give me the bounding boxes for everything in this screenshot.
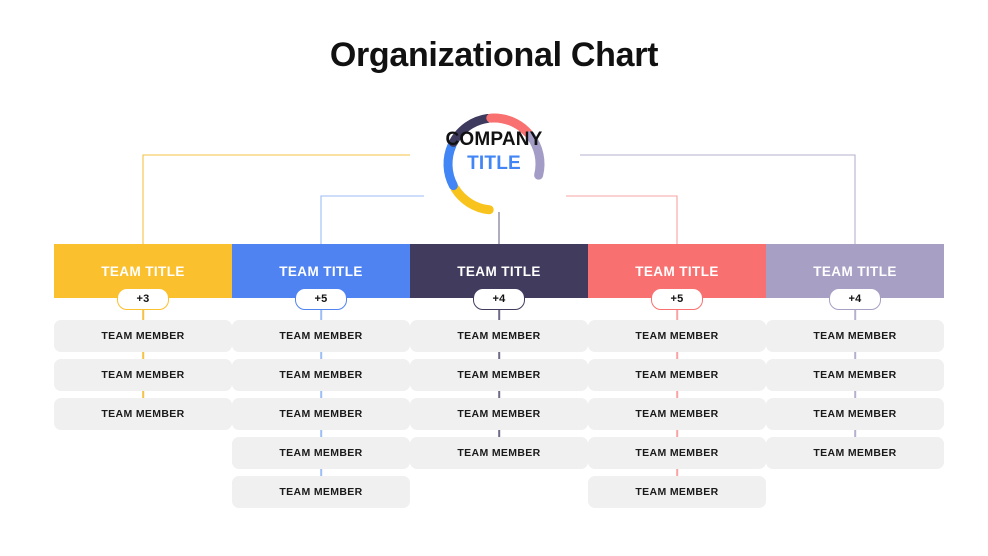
team-member-label: TEAM MEMBER (635, 369, 719, 381)
team-count-badge-5[interactable]: +4 (829, 288, 881, 310)
arc-blue (443, 140, 458, 191)
team-member-label: TEAM MEMBER (279, 369, 363, 381)
member-connector (854, 391, 856, 398)
team-member-box[interactable]: TEAM MEMBER (410, 320, 588, 352)
team-member-box[interactable]: TEAM MEMBER (54, 398, 232, 430)
team-member-label: TEAM MEMBER (101, 408, 185, 420)
team-member-label: TEAM MEMBER (101, 330, 185, 342)
badge-to-member-connector (676, 308, 678, 320)
team-column-2: TEAM TITLE +5 (232, 244, 410, 310)
team-member-label: TEAM MEMBER (813, 369, 897, 381)
member-connector (142, 352, 144, 359)
arc-coral (486, 113, 533, 138)
team-column-5: TEAM TITLE +4 (766, 244, 944, 310)
team-member-box[interactable]: TEAM MEMBER (588, 320, 766, 352)
team-member-box[interactable]: TEAM MEMBER (766, 320, 944, 352)
badge-to-member-connector (498, 308, 500, 320)
team-count-label: +5 (670, 293, 684, 305)
team-member-label: TEAM MEMBER (457, 330, 541, 342)
team-column-4: TEAM TITLE +5 (588, 244, 766, 310)
team-member-label: TEAM MEMBER (635, 447, 719, 459)
team-member-box[interactable]: TEAM MEMBER (54, 320, 232, 352)
team-column-3: TEAM TITLE +4 (410, 244, 588, 310)
team-count-label: +5 (314, 293, 328, 305)
badge-to-member-connector (854, 308, 856, 320)
team-member-box[interactable]: TEAM MEMBER (588, 359, 766, 391)
team-member-label: TEAM MEMBER (101, 369, 185, 381)
team-title-label: TEAM TITLE (635, 263, 719, 279)
member-connector (854, 430, 856, 437)
team-member-box[interactable]: TEAM MEMBER (232, 437, 410, 469)
hub-text-block: COMPANY TITLE (394, 128, 594, 177)
member-connector (676, 469, 678, 476)
team-member-label: TEAM MEMBER (279, 330, 363, 342)
member-connector (320, 430, 322, 437)
team-member-box[interactable]: TEAM MEMBER (232, 359, 410, 391)
company-name: COMPANY (445, 129, 543, 150)
team-member-box[interactable]: TEAM MEMBER (54, 359, 232, 391)
team-member-box[interactable]: TEAM MEMBER (588, 398, 766, 430)
team-count-badge-3[interactable]: +4 (473, 288, 525, 310)
member-connector (320, 391, 322, 398)
arc-navy (448, 113, 493, 147)
team-title-label: TEAM TITLE (457, 263, 541, 279)
team-column-1: TEAM TITLE +3 (54, 244, 232, 310)
member-connector (142, 391, 144, 398)
team-member-label: TEAM MEMBER (457, 408, 541, 420)
team-member-box[interactable]: TEAM MEMBER (232, 320, 410, 352)
team-member-label: TEAM MEMBER (813, 447, 897, 459)
team-title-label: TEAM TITLE (813, 263, 897, 279)
member-connector (676, 391, 678, 398)
connector-team-5 (580, 154, 856, 244)
team-member-label: TEAM MEMBER (279, 447, 363, 459)
member-connector (498, 391, 500, 398)
team-count-label: +3 (136, 293, 150, 305)
connector-team-1 (142, 154, 410, 244)
badge-to-member-connector (320, 308, 322, 320)
team-member-label: TEAM MEMBER (457, 447, 541, 459)
page-title: Organizational Chart (329, 36, 659, 74)
team-member-label: TEAM MEMBER (635, 330, 719, 342)
team-member-box[interactable]: TEAM MEMBER (766, 437, 944, 469)
badge-to-member-connector (142, 308, 144, 320)
team-member-box[interactable]: TEAM MEMBER (232, 476, 410, 508)
member-connector (498, 352, 500, 359)
team-member-box[interactable]: TEAM MEMBER (410, 398, 588, 430)
team-count-badge-2[interactable]: +5 (295, 288, 347, 310)
member-connector (676, 352, 678, 359)
team-count-label: +4 (848, 293, 862, 305)
team-member-label: TEAM MEMBER (457, 369, 541, 381)
team-member-label: TEAM MEMBER (279, 486, 363, 498)
team-member-label: TEAM MEMBER (635, 486, 719, 498)
team-member-label: TEAM MEMBER (813, 408, 897, 420)
team-member-box[interactable]: TEAM MEMBER (232, 398, 410, 430)
member-connector (854, 352, 856, 359)
arc-purple (525, 131, 545, 180)
team-member-box[interactable]: TEAM MEMBER (410, 437, 588, 469)
arc-yellow (450, 183, 494, 215)
team-title-label: TEAM TITLE (101, 263, 185, 279)
company-hub: COMPANY TITLE (394, 108, 594, 220)
hub-arc-ring (443, 113, 545, 215)
team-member-box[interactable]: TEAM MEMBER (588, 476, 766, 508)
company-title: TITLE (467, 153, 521, 175)
team-member-box[interactable]: TEAM MEMBER (766, 359, 944, 391)
team-member-label: TEAM MEMBER (279, 408, 363, 420)
member-connector (320, 352, 322, 359)
team-member-label: TEAM MEMBER (635, 408, 719, 420)
team-member-label: TEAM MEMBER (813, 330, 897, 342)
member-connector (498, 430, 500, 437)
team-member-box[interactable]: TEAM MEMBER (588, 437, 766, 469)
team-title-label: TEAM TITLE (279, 263, 363, 279)
member-connector (320, 469, 322, 476)
team-count-badge-4[interactable]: +5 (651, 288, 703, 310)
team-count-label: +4 (492, 293, 506, 305)
team-member-box[interactable]: TEAM MEMBER (410, 359, 588, 391)
team-member-box[interactable]: TEAM MEMBER (766, 398, 944, 430)
member-connector (676, 430, 678, 437)
team-count-badge-1[interactable]: +3 (117, 288, 169, 310)
